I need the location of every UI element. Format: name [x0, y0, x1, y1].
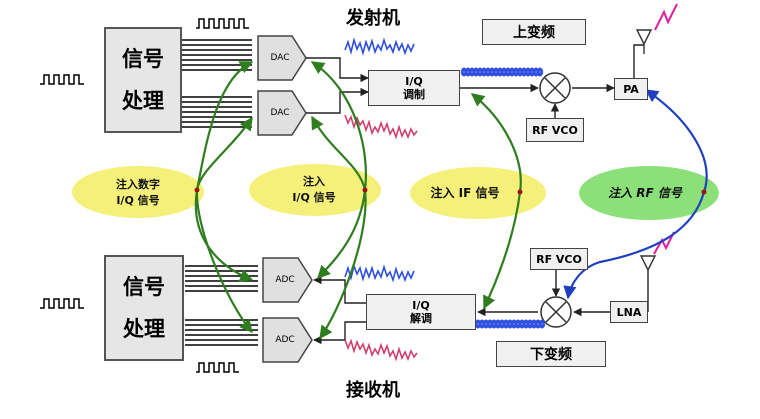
transmitter-title: 发射机 [346, 8, 400, 29]
adc-2-shape [262, 317, 313, 363]
clock-wave-left-top [40, 74, 84, 85]
adc-1-label: ADC [275, 275, 295, 285]
tx-signal-processing-line1: 信号 [122, 47, 164, 71]
lna-block: LNA [610, 301, 648, 323]
tx-i-signal [344, 37, 415, 56]
bus-rx-adc2 [185, 319, 258, 346]
clock-wave-left-bottom [40, 298, 84, 309]
if-rx-signal [474, 319, 546, 329]
antenna-tx [635, 29, 653, 54]
adc-2-label: ADC [275, 335, 295, 345]
mixer-tx-symbol [539, 72, 571, 104]
dac-2-label: DAC [270, 108, 290, 118]
down-conversion-label: 下变频 [496, 341, 606, 367]
inject-if-label: 注入 IF 信号 [430, 186, 500, 200]
rf-tx-zigzag [654, 3, 678, 31]
inject-digital-iq-label: 注入数字 I/Q 信号 [82, 177, 194, 209]
rx-i-signal [344, 263, 415, 283]
inject-ellipse-digital-iq [72, 166, 204, 218]
iq-modulator-iq: I/Q [405, 75, 423, 88]
receiver-title: 接收机 [346, 380, 400, 401]
dac-1-shape [257, 35, 307, 81]
inject-rf-label: 注入 RF 信号 [608, 186, 682, 200]
rf-injection-path [563, 89, 708, 300]
injection-dots [194, 187, 707, 195]
clock-wave-top [196, 18, 249, 29]
rx-q-signal [344, 338, 418, 362]
mixer-rx-symbol [540, 296, 572, 328]
inject-iq-line1: 注入 [303, 175, 325, 188]
pa-block: PA [614, 78, 648, 100]
tx-signal-processing-block: 信号 处理 [104, 27, 182, 133]
dac-1-label: DAC [270, 53, 290, 63]
up-conversion-label: 上变频 [482, 19, 586, 45]
if-tx-signal [460, 67, 544, 77]
iq-modulator-label: 调制 [403, 88, 425, 101]
rx-signal-processing-line1: 信号 [123, 275, 165, 299]
adc-1-shape [262, 257, 313, 303]
rx-signal-processing-line2: 处理 [123, 317, 165, 341]
inject-digital-iq-line2: I/Q 信号 [116, 194, 160, 207]
iq-demodulator-iq: I/Q [412, 299, 430, 312]
tx-signal-processing-line2: 处理 [122, 89, 164, 113]
rx-signal-processing-block: 信号 处理 [104, 255, 184, 361]
inject-iq-line2: I/Q 信号 [292, 191, 336, 204]
inject-iq-label: 注入 I/Q 信号 [264, 174, 364, 206]
tx-rf-vco-block: RF VCO [526, 118, 584, 142]
clock-wave-bottom [196, 362, 239, 373]
iq-modulator-block: I/Q 调制 [368, 70, 460, 106]
dac-2-shape [257, 90, 307, 136]
tx-q-signal [344, 114, 418, 140]
iq-demodulator-block: I/Q 解调 [366, 294, 476, 330]
rx-rf-vco-block: RF VCO [530, 248, 588, 270]
inject-digital-iq-line1: 注入数字 [116, 178, 160, 191]
antenna-rx [639, 255, 657, 272]
bus-tx-dac2 [182, 96, 252, 128]
iq-demodulator-label: 解调 [410, 312, 432, 325]
bus-tx-dac1 [182, 39, 252, 71]
